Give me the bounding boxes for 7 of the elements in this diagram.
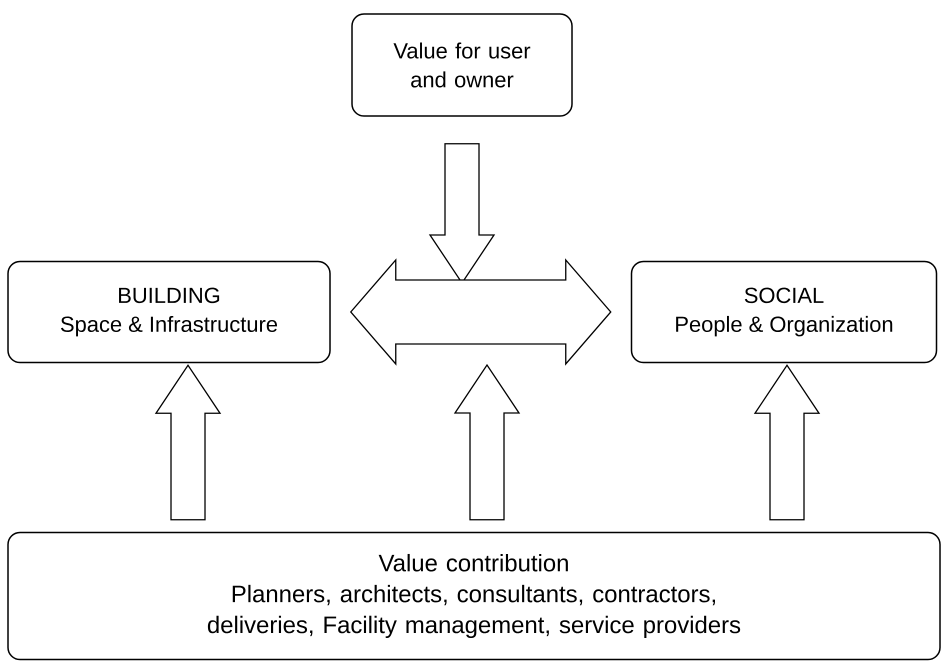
block-arrow xyxy=(754,364,820,520)
rounded-box: Value for user and owner xyxy=(351,13,573,117)
block-arrow xyxy=(454,364,520,520)
rounded-box: SOCIAL People & Organization xyxy=(630,260,938,364)
block-arrow xyxy=(154,364,222,520)
rounded-box: Value contribution Planners, architects, consultants, contractors, deliveries, Facility management, service providers xyxy=(7,532,941,660)
rounded-box: BUILDING Space & Infrastructure xyxy=(7,260,331,364)
